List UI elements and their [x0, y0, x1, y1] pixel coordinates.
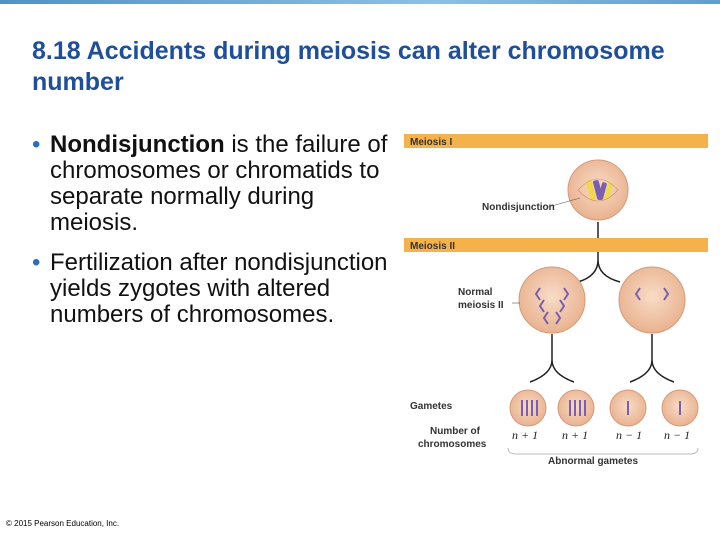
gamete-1	[509, 389, 547, 427]
nondisjunction-figure: Meiosis I Nondisjunction Meiosis II	[400, 128, 712, 470]
bullet-text: is the failure of chromosomes or chromat…	[50, 131, 388, 236]
number-of-chromosomes-line1: Number of	[430, 426, 481, 437]
arrows-to-gametes	[529, 334, 675, 383]
meiosis-1-band	[404, 134, 708, 148]
gamete-3	[609, 389, 647, 427]
bullet-list: • Nondisjunction is the failure of chrom…	[32, 132, 392, 342]
bullet-text: Fertilization after nondisjunction yield…	[50, 249, 388, 328]
nondisjoined-chromosome-pair	[585, 180, 613, 201]
spindle-fibers	[577, 178, 619, 202]
pointer-nondisjunction	[547, 197, 581, 208]
nondisjunction-label: Nondisjunction	[482, 202, 555, 213]
bullet-marker: •	[32, 249, 41, 276]
gamete-count-1: n + 1	[512, 428, 538, 442]
meiosis-2-label: Meiosis II	[410, 241, 455, 252]
gamete-4	[661, 389, 699, 427]
gamete-count-4: n − 1	[664, 428, 690, 442]
gamete-2	[557, 389, 595, 427]
normal-meiosis-2-label-line2: meiosis II	[458, 300, 504, 311]
meiosis-2-right-chromosomes	[634, 287, 670, 301]
meiosis-1-label: Meiosis I	[410, 137, 452, 148]
gamete-count-2: n + 1	[562, 428, 588, 442]
normal-meiosis-2-label-line1: Normal	[458, 287, 493, 298]
bullet-nondisjunction: • Nondisjunction is the failure of chrom…	[32, 132, 392, 236]
meiosis-2-cell-right	[618, 266, 686, 334]
copyright-notice: © 2015 Pearson Education, Inc.	[6, 519, 120, 528]
bullet-marker: •	[32, 131, 41, 158]
abnormal-gametes-bracket	[507, 447, 699, 455]
abnormal-gametes-label: Abnormal gametes	[548, 456, 638, 467]
gametes-label: Gametes	[410, 401, 453, 412]
bullet-fertilization: • Fertilization after nondisjunction yie…	[32, 250, 392, 328]
meiosis-2-band	[404, 238, 708, 252]
number-of-chromosomes-line2: chromosomes	[418, 439, 487, 450]
arrow-to-meiosis-2	[577, 222, 621, 283]
meiosis-2-left-chromosomes	[534, 287, 570, 325]
slide-title: 8.18 Accidents during meiosis can alter …	[32, 37, 665, 96]
top-accent-bar	[0, 0, 720, 4]
bullet-term: Nondisjunction	[50, 131, 225, 158]
gamete-count-3: n − 1	[616, 428, 642, 442]
meiosis-2-cell-left	[518, 266, 586, 334]
